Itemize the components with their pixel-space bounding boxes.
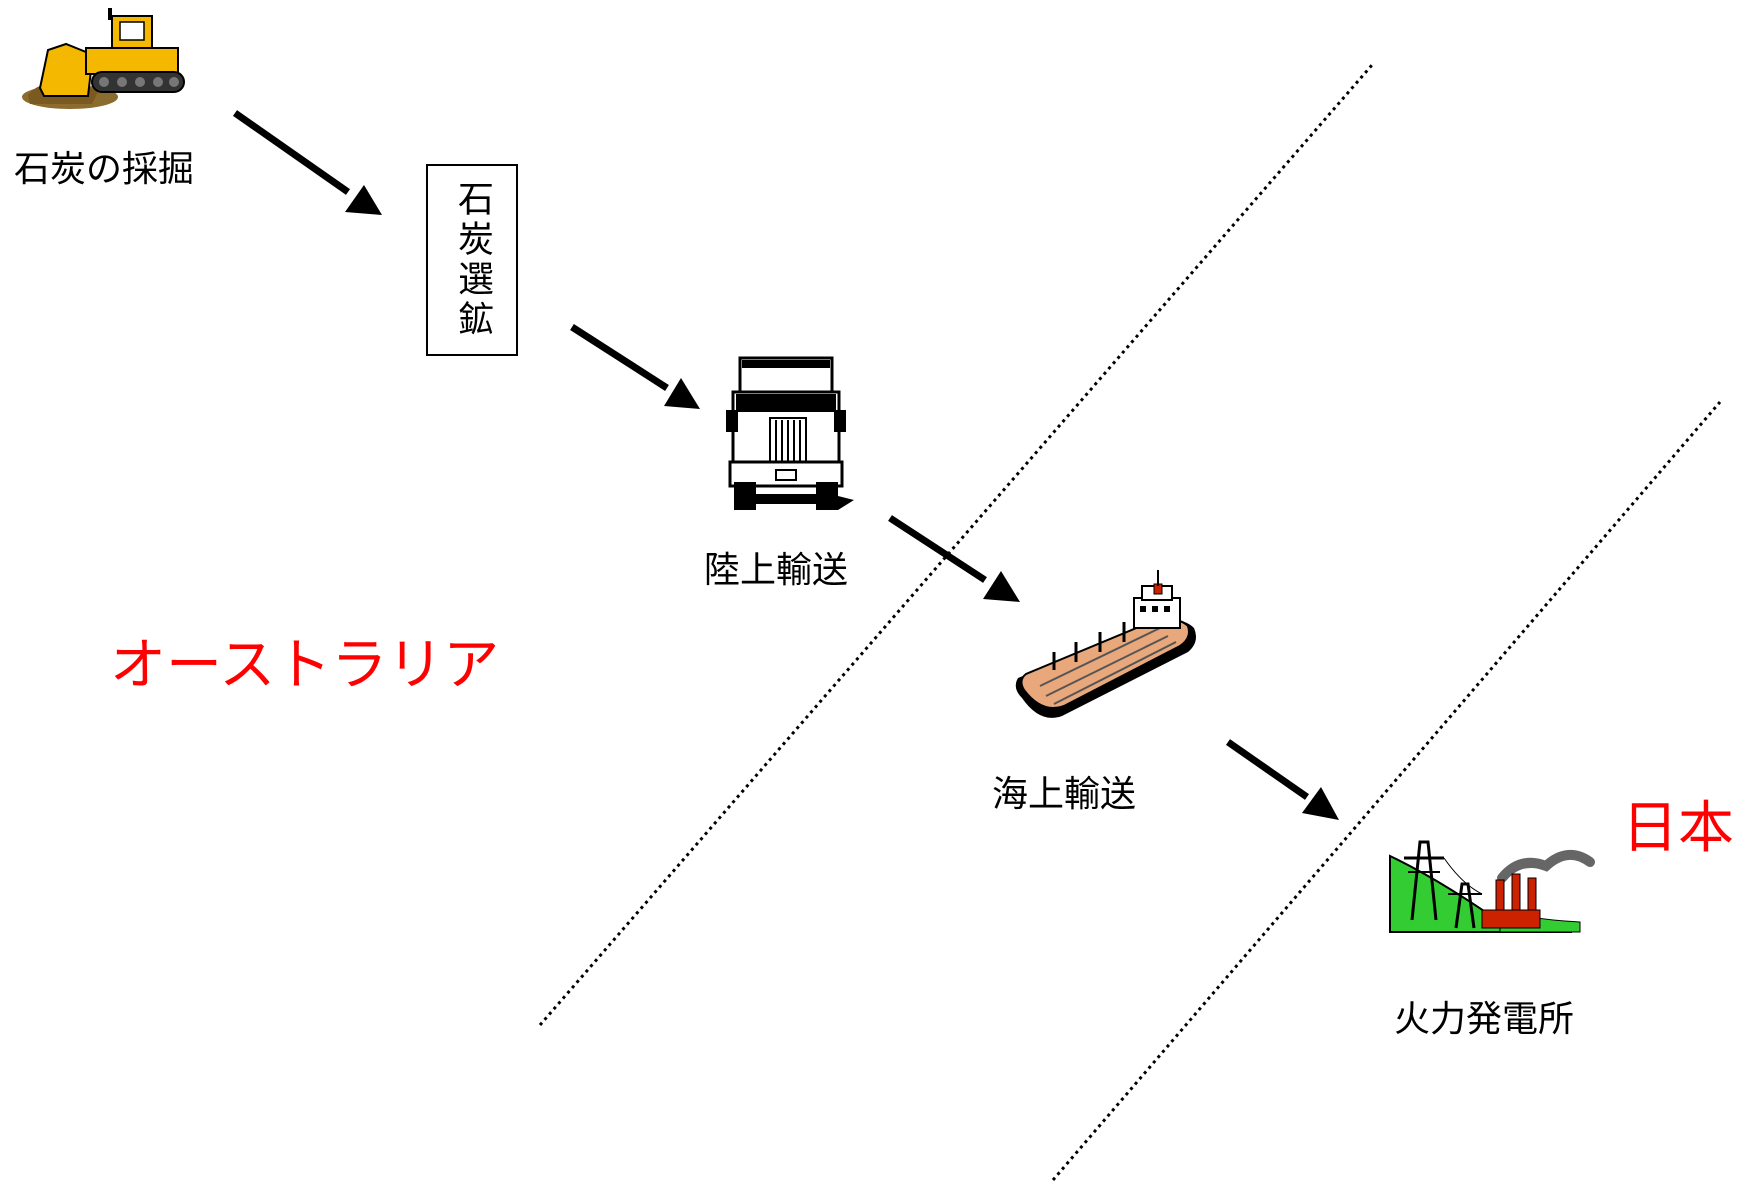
truck-icon [726, 356, 854, 510]
step-label-processing: 石炭選鉱 [452, 180, 493, 340]
region-label-australia: オーストラリア [110, 633, 500, 698]
region-label-japan: 日本 [1622, 796, 1734, 861]
ship-icon [1015, 570, 1196, 718]
step-label-sea-transport: 海上輸送 [992, 774, 1137, 815]
processing-box: 石炭選鉱 [426, 164, 518, 356]
bulldozer-icon [22, 8, 185, 109]
flow-arrow-3 [888, 515, 1020, 602]
step-label-land-transport: 陸上輸送 [704, 550, 849, 591]
step-label-mining: 石炭の採掘 [14, 149, 195, 190]
border-line-coast [538, 64, 1374, 1026]
flow-arrow-2 [570, 324, 700, 409]
step-label-power-plant: 火力発電所 [1394, 999, 1575, 1040]
power-plant-icon [1389, 840, 1595, 933]
border-line-japan [1051, 401, 1722, 1181]
flow-arrow-4 [1226, 739, 1339, 820]
flow-arrow-1 [232, 110, 382, 215]
